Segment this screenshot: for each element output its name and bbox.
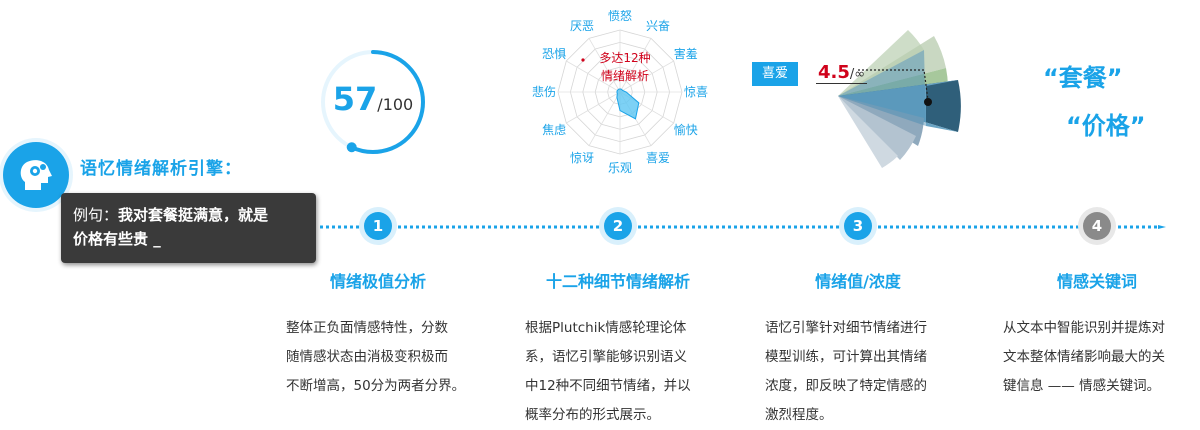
score-readout: 57/100 [311, 80, 435, 118]
timeline-dotted-line [320, 225, 1166, 229]
step-2-desc-line: 概率分布的形式展示。 [525, 407, 660, 423]
step-4-desc-line: 文本整体情绪影响最大的关 [1003, 349, 1165, 365]
intensity-fan-chart [838, 30, 961, 168]
radar-axis-label: 喜爱 [646, 151, 670, 165]
radar-value-polygon [616, 88, 640, 120]
brain-gear-icon [20, 160, 52, 190]
step-2-desc-line: 系，语忆引擎能够识别语义 [525, 349, 687, 365]
radar-axis-label: 害羞 [674, 46, 698, 61]
step-4-title: 情感关键词 [1056, 272, 1137, 291]
example-sentence-box: 例句：我对套餐挺满意，就是 价格有些贵 _ [61, 193, 316, 263]
radar-axis-label: 乐观 [608, 161, 632, 175]
step-3-desc-line: 激烈程度。 [765, 407, 833, 423]
radar-axis-label: 愤怒 [608, 10, 632, 23]
step-3-desc-line: 浓度，即反映了特定情感的 [765, 378, 927, 394]
step-2-desc-line: 中12种不同细节情绪，并以 [525, 378, 691, 394]
radar-axis-label: 惊讶 [570, 150, 594, 165]
example-text-line1: 我对套餐挺满意，就是 [118, 206, 269, 224]
intensity-number: 4.5 [818, 62, 850, 83]
step-2-marker: 2 [604, 212, 632, 240]
annotation-dot [581, 58, 585, 62]
example-prefix: 例句： [73, 206, 119, 224]
radar-spoke [619, 38, 652, 93]
step-3-desc-line: 模型训练，可计算出其情绪 [765, 349, 927, 365]
engine-title: 语忆情绪解析引擎： [80, 159, 242, 179]
radar-spoke [588, 38, 621, 93]
score-ring [321, 50, 425, 154]
step-2-title: 十二种细节情绪解析 [545, 272, 690, 291]
radar-axis-label: 悲伤 [532, 84, 556, 99]
step-4-description: 从文本中智能识别并提炼对 文本整体情绪影响最大的关 键信息 —— 情感关键词。 [1003, 314, 1199, 401]
score-end-dot [346, 142, 357, 153]
radar-spoke [566, 60, 621, 93]
step-4-desc-line: 从文本中智能识别并提炼对 [1003, 320, 1165, 336]
step-1-desc-line: 不断增高，50分为两者分界。 [286, 378, 466, 394]
keyword-1: “套餐” [1043, 64, 1123, 92]
brain-gear-logo [3, 142, 69, 208]
step-1-description: 整体正负面情感特性，分数 随情感状态由消极变积极而 不断增高，50分为两者分界。 [286, 314, 482, 401]
radar-spoke [619, 60, 674, 93]
step-1-desc-line: 整体正负面情感特性，分数 [286, 320, 448, 336]
example-text-line2: 价格有些贵 _ [73, 230, 161, 248]
radar-annotation-line2: 情绪解析 [601, 69, 649, 83]
radar-axis-label: 恐惧 [542, 46, 566, 61]
radar-axis-label: 兴奋 [646, 19, 670, 33]
emotion-badge: 喜爱 [752, 62, 798, 86]
radar-axis-label: 愉快 [674, 122, 698, 137]
radar-axis-label: 焦虑 [542, 123, 566, 137]
radar-annotation-line1: 多达12种 [599, 51, 650, 65]
score-total: /100 [377, 95, 414, 114]
step-1-marker: 1 [364, 212, 392, 240]
intensity-marker [924, 98, 932, 106]
step-3-description: 语忆引擎针对细节情绪进行 模型训练，可计算出其情绪 浓度，即反映了特定情感的 激… [765, 314, 961, 430]
step-2-desc-line: 根据Plutchik情感轮理论体 [525, 320, 687, 336]
radar-spoke [566, 91, 621, 124]
radar-spoke [588, 91, 621, 146]
keyword-2: “价格” [1066, 112, 1146, 140]
step-3-title: 情绪值/浓度 [815, 272, 901, 291]
score-progress-arc [321, 50, 425, 154]
intensity-value: 4.5/∞ [816, 62, 868, 84]
step-1-desc-line: 随情感状态由消极变积极而 [286, 349, 448, 365]
radar-axis-label: 惊喜 [684, 84, 708, 99]
step-2-description: 根据Plutchik情感轮理论体 系，语忆引擎能够识别语义 中12种不同细节情绪… [525, 314, 721, 430]
radar-axis-label: 厌恶 [570, 19, 594, 33]
step-3-marker: 3 [844, 212, 872, 240]
intensity-unit: /∞ [849, 67, 866, 82]
timeline-arrow-icon [1158, 225, 1166, 229]
step-4-marker: 4 [1083, 212, 1111, 240]
step-4-desc-line: 键信息 —— 情感关键词。 [1003, 378, 1161, 394]
score-value: 57 [332, 80, 378, 118]
step-3-desc-line: 语忆引擎针对细节情绪进行 [765, 320, 927, 336]
intensity-pointer-line [858, 69, 929, 101]
step-1-title: 情绪极值分析 [329, 272, 426, 291]
